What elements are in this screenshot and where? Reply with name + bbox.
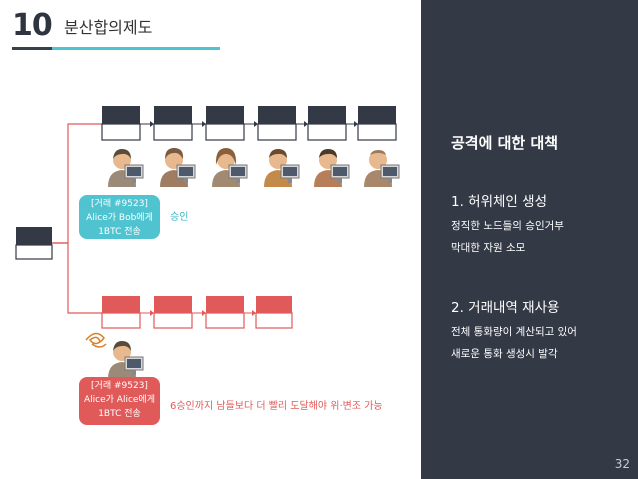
attack-block (101, 296, 141, 329)
attacker-node-icon (108, 341, 144, 379)
callout-line: Alice가 Bob에게 (86, 213, 153, 223)
node-person-icon (108, 149, 144, 187)
header-underline-dark (12, 47, 52, 50)
attack-chain (101, 296, 293, 329)
attack-block (153, 296, 193, 329)
item2-title: 2. 거래내역 재사용 (451, 300, 560, 316)
node-person-icon (314, 149, 350, 187)
honest-block (307, 106, 347, 141)
chain-connectors (52, 123, 102, 314)
callout-line: [거래 #9523] (91, 199, 148, 209)
node-person-icon (212, 148, 248, 187)
callout-line: 1BTC 전송 (98, 409, 141, 419)
panel-heading: 공격에 대한 대책 (451, 134, 559, 152)
honest-block (357, 106, 397, 141)
blockchain-attack-diagram (15, 106, 400, 379)
honest-block (205, 106, 245, 141)
honest-transaction-callout: [거래 #9523] Alice가 Bob에게 1BTC 전송 (79, 195, 160, 239)
honest-nodes (108, 148, 400, 187)
honest-chain (101, 106, 397, 141)
node-person-icon (160, 148, 196, 187)
item1-line2: 막대한 자원 소모 (451, 242, 526, 254)
approval-note: 승인 (170, 212, 189, 223)
countermeasures-panel: 공격에 대한 대책 1. 허위체인 생성 정직한 노드들의 승인거부 막대한 자… (421, 0, 638, 479)
page-number: 32 (614, 457, 630, 471)
node-person-icon (264, 149, 300, 187)
attack-block (205, 296, 245, 329)
honest-block (153, 106, 193, 141)
attack-condition-note: 6승인까지 남들보다 더 빨리 도달해야 위·변조 가능 (170, 401, 383, 412)
node-person-icon (364, 150, 400, 187)
item1-line1: 정직한 노드들의 승인거부 (451, 220, 564, 232)
genesis-block (15, 227, 53, 260)
item2-line1: 전체 통화량이 계산되고 있어 (451, 326, 577, 338)
attack-transaction-callout: [거래 #9523] Alice가 Alice에게 1BTC 전송 (79, 377, 160, 425)
section-title: 분산합의제도 (64, 18, 153, 37)
callout-line: [거래 #9523] (91, 381, 148, 391)
section-number: 10 (12, 8, 53, 43)
attack-block (255, 296, 293, 329)
item1-title: 1. 허위체인 생성 (451, 194, 547, 210)
confused-scribble-icon (85, 332, 107, 348)
callout-line: 1BTC 전송 (98, 227, 141, 237)
honest-block (101, 106, 141, 141)
item2-line2: 새로운 통화 생성시 발각 (451, 348, 558, 360)
honest-block (257, 106, 297, 141)
callout-line: Alice가 Alice에게 (84, 395, 155, 405)
header-underline-teal (52, 47, 220, 50)
